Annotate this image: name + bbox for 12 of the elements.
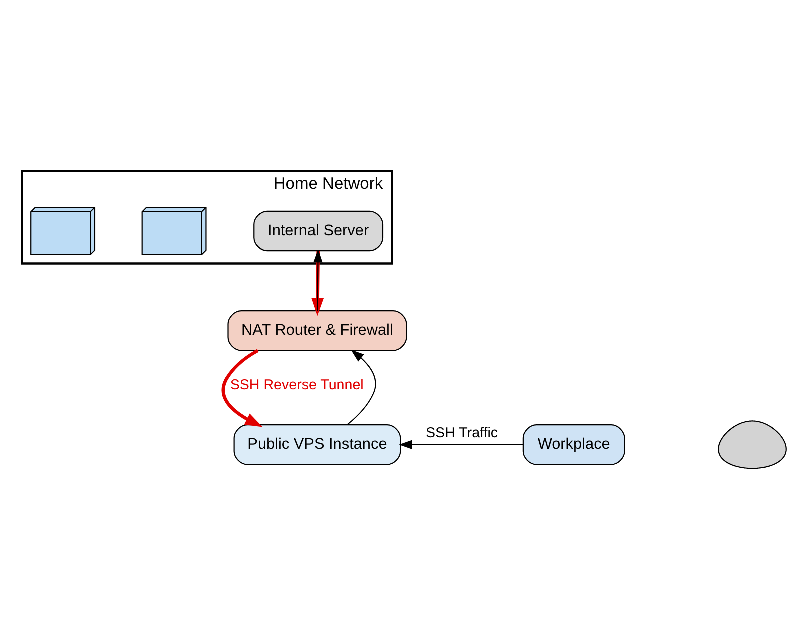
node-box: NAT Router & Firewall	[228, 310, 408, 352]
node-person	[718, 420, 787, 470]
edge-label: SSH Reverse Tunnel	[230, 378, 364, 394]
arrow	[347, 350, 376, 426]
arrow	[222, 349, 263, 428]
edge-label: SSH Traffic	[426, 426, 498, 442]
node-box: Workplace	[522, 424, 626, 466]
node-box: Internal Server	[254, 210, 384, 252]
arrow	[314, 249, 323, 312]
arrow	[312, 251, 324, 316]
node-box: Public VPS Instance	[234, 424, 402, 466]
arrow	[399, 440, 524, 450]
